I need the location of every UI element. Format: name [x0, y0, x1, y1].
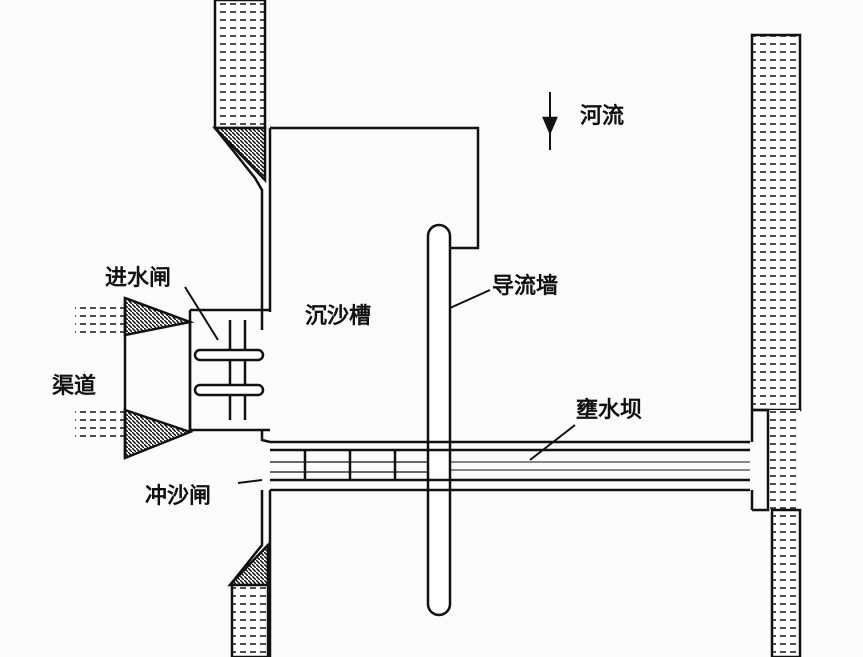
- sluice-leader-line: [237, 479, 263, 484]
- label-settling-basin: 沉沙槽: [305, 304, 372, 329]
- guide-wall-leader-line: [449, 289, 491, 309]
- weir-dam: [270, 440, 750, 492]
- intake-leader-line: [184, 286, 219, 341]
- label-sluice-gate: 冲沙闸: [145, 484, 212, 509]
- label-weir-dam: 壅水坝: [576, 398, 643, 423]
- dam-leader-line: [529, 424, 576, 461]
- settling-basin-outline: [270, 126, 480, 250]
- channel: [75, 296, 195, 460]
- left-bank-lower: [227, 430, 272, 657]
- label-intake-gate: 进水闸: [105, 266, 172, 291]
- label-river: 河流: [580, 104, 625, 129]
- label-guide-wall: 导流墙: [492, 274, 559, 299]
- left-bank-upper: [212, 0, 272, 312]
- intake-gate: [188, 308, 270, 432]
- right-bank: [750, 33, 802, 657]
- river-flow-arrow-icon: [542, 92, 558, 150]
- guide-wall: [426, 223, 452, 617]
- sluice-gate: [270, 450, 428, 480]
- label-channel: 渠道: [52, 374, 97, 399]
